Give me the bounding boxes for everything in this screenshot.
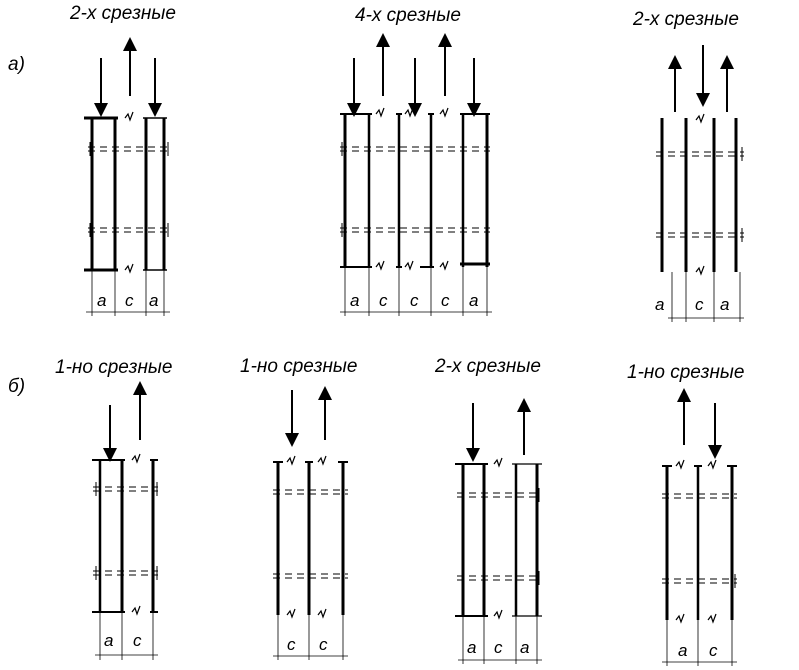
- title-b1: 1-но срезные: [55, 357, 172, 378]
- diagram-b3: [455, 398, 542, 664]
- dim-label: с: [133, 631, 142, 650]
- dim-label: с: [695, 295, 704, 314]
- break-mark: [375, 107, 385, 118]
- break-mark: [286, 455, 296, 466]
- dim-label: с: [441, 291, 450, 310]
- break-mark: [404, 107, 414, 118]
- diagram-b1: [92, 381, 158, 660]
- break-mark: [286, 608, 296, 619]
- break-mark: [707, 613, 717, 624]
- dim-label: а: [104, 631, 113, 650]
- dim-label: с: [410, 291, 419, 310]
- break-mark: [493, 609, 503, 620]
- break-mark: [124, 263, 134, 274]
- break-mark: [493, 457, 503, 468]
- break-mark: [131, 605, 141, 616]
- dim-label: а: [350, 291, 359, 310]
- dim-label: а: [720, 295, 729, 314]
- dim-label: с: [494, 638, 503, 657]
- title-a3: 2-х срезные: [632, 9, 739, 30]
- dim-label: а: [97, 291, 106, 310]
- dim-label: а: [467, 638, 476, 657]
- dim-label: а: [678, 641, 687, 660]
- break-mark: [404, 260, 414, 271]
- break-mark: [124, 111, 134, 122]
- dim-label: с: [319, 635, 328, 654]
- break-mark: [695, 265, 705, 276]
- dim-label: с: [287, 635, 296, 654]
- dim-label: а: [655, 295, 664, 314]
- dim-label: с: [379, 291, 388, 310]
- diagram-a2: [340, 33, 492, 316]
- title-b2: 1-но срезные: [240, 356, 357, 377]
- diagram-a3: [656, 45, 744, 322]
- title-a1: 2-х срезные: [69, 3, 176, 24]
- break-mark: [317, 608, 327, 619]
- break-mark: [317, 455, 327, 466]
- dim-label: с: [125, 291, 134, 310]
- break-mark: [439, 260, 449, 271]
- row-a-label: а): [8, 54, 25, 75]
- dim-label: а: [520, 638, 529, 657]
- break-mark: [439, 107, 449, 118]
- row-b-label: б): [8, 376, 25, 397]
- title-b4: 1-но срезные: [627, 362, 744, 383]
- break-mark: [695, 113, 705, 124]
- diagram-a1: [84, 37, 170, 316]
- break-mark: [707, 459, 717, 470]
- break-mark: [675, 459, 685, 470]
- title-a2: 4-х срезные: [355, 5, 461, 26]
- diagram-b2: [273, 386, 348, 660]
- dim-label: с: [709, 641, 718, 660]
- diagram-b4: [662, 388, 737, 666]
- title-b3: 2-х срезные: [434, 356, 541, 377]
- dim-label: а: [469, 291, 478, 310]
- dim-label: а: [149, 291, 158, 310]
- break-mark: [375, 260, 385, 271]
- break-mark: [675, 613, 685, 624]
- break-mark: [131, 453, 141, 464]
